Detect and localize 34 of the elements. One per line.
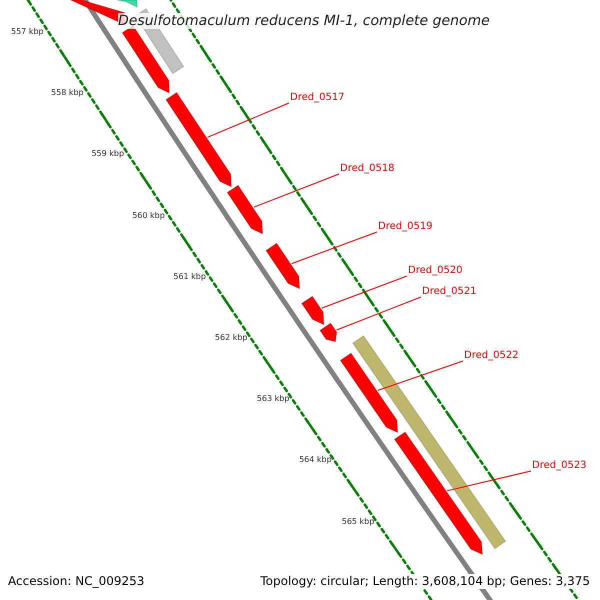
- scale-label: 565 kbp: [342, 516, 374, 527]
- gene-feature: [116, 0, 138, 8]
- gene-feature: [340, 352, 398, 434]
- leader-line: [377, 360, 464, 391]
- leader-line: [446, 470, 532, 492]
- gene-feature: [265, 242, 300, 290]
- gene-label: Dred_0523: [532, 460, 587, 472]
- accession-text: Accession: NC_009253: [8, 574, 144, 589]
- leader-line: [207, 102, 290, 138]
- scale-label: 559 kbp: [91, 149, 124, 160]
- scale-label: 558 kbp: [51, 88, 84, 98]
- gene-label: Dred_0520: [408, 265, 463, 277]
- leader-line: [321, 276, 408, 309]
- gene-feature: [300, 296, 324, 326]
- gene-label: Dred_0521: [422, 286, 477, 298]
- gene-label: Dred_0517: [290, 92, 345, 104]
- leader-line: [253, 174, 340, 208]
- gene-feature: [165, 92, 232, 188]
- gene-label: Dred_0519: [378, 221, 433, 233]
- gene-feature: [226, 184, 264, 235]
- genome-stats-text: Topology: circular; Length: 3,608,104 bp; Genes: 3,375: [260, 574, 590, 589]
- title: Desulfotomaculum reducens MI-1, complete genome: [118, 13, 490, 29]
- gene-label: Dred_0518: [340, 163, 395, 175]
- gene-feature: [394, 431, 484, 556]
- scale-label: 563 kbp: [256, 394, 290, 404]
- leader-line: [291, 232, 378, 264]
- scale-label: 561 kbp: [173, 272, 206, 282]
- gene-feature: [319, 322, 338, 342]
- scale-label: 560 kbp: [132, 210, 165, 221]
- scale-label: 564 kbp: [299, 455, 332, 466]
- scale-label: 557 kbp: [11, 27, 44, 37]
- scale-label: 562 kbp: [214, 333, 248, 343]
- gene-label: Dred_0522: [464, 350, 519, 362]
- leader-line: [336, 296, 422, 330]
